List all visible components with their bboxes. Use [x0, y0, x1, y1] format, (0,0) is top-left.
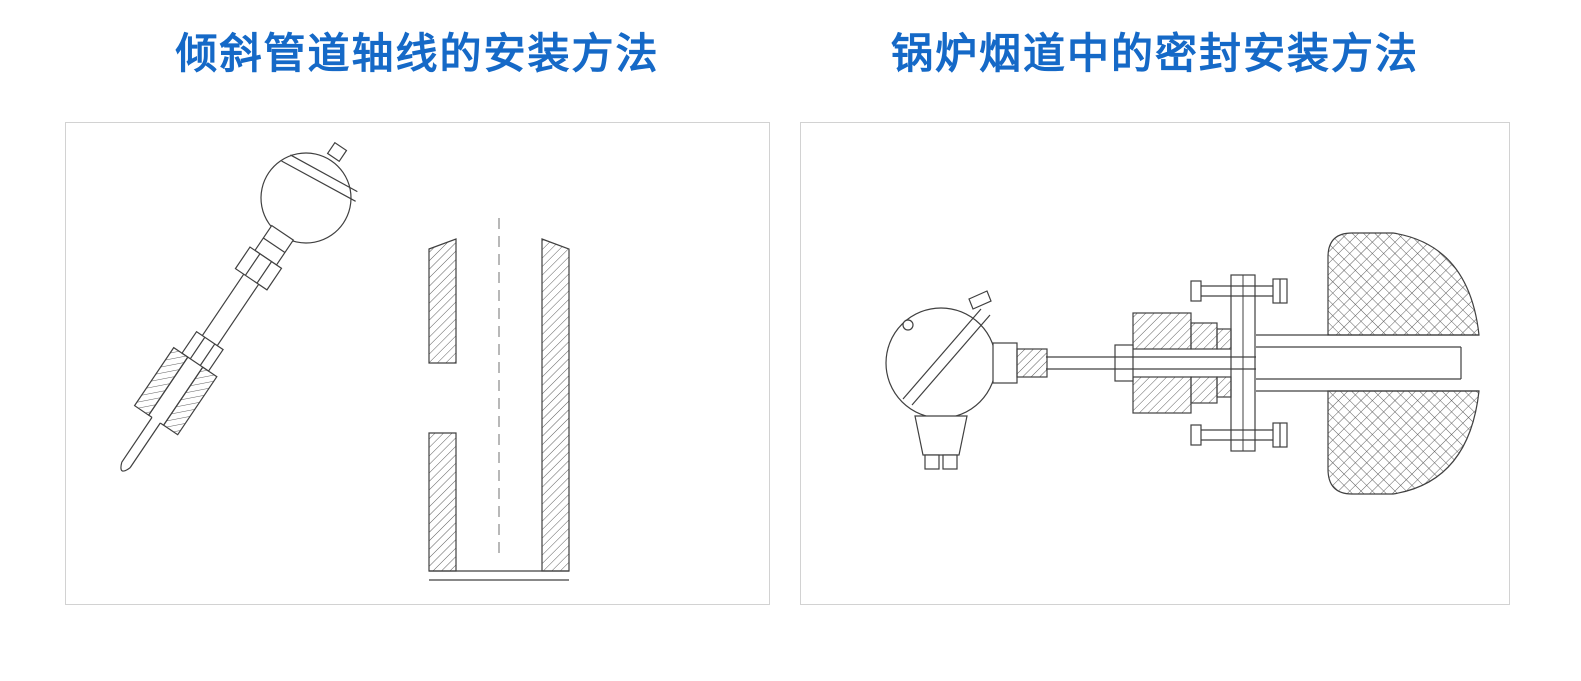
head-cap-screw	[326, 141, 348, 163]
hex-fitting	[181, 330, 224, 372]
union-nut	[234, 246, 283, 291]
head-cap-clip	[968, 290, 992, 310]
panel-title-boiler-flue: 锅炉烟道中的密封安装方法	[890, 30, 1419, 77]
inclined-pipe-diagram	[120, 141, 570, 581]
pipe-wall-left-upper	[428, 238, 457, 364]
head-screw	[902, 319, 914, 331]
cable-entry-right	[942, 454, 958, 470]
sealing-gland	[1114, 312, 1232, 414]
gland-nut	[1114, 344, 1134, 382]
thermowell-assembly	[120, 141, 358, 472]
flange-bolt-top	[1190, 278, 1288, 304]
panel-title-inclined-pipe: 倾斜管道轴线的安装方法	[175, 30, 660, 77]
gland-nipple	[1016, 348, 1048, 378]
head-neck	[992, 342, 1018, 384]
pipe-walls	[428, 238, 570, 581]
protection-sleeve	[1256, 334, 1479, 392]
boiler-flue-diagram	[885, 232, 1480, 495]
connection-head	[885, 290, 1048, 470]
cable-entry-left	[924, 454, 940, 470]
figure-inclined-pipe-installation	[65, 122, 770, 605]
probe-tip	[120, 414, 164, 472]
flue-wall	[1327, 232, 1480, 495]
figure-boiler-flue-installation	[800, 122, 1510, 605]
pipe-wall-right	[541, 238, 570, 572]
stem	[1046, 356, 1256, 370]
flue-wall-lower	[1327, 390, 1480, 495]
flange-bolt-bottom	[1190, 422, 1288, 448]
terminal-base	[914, 415, 968, 456]
flue-wall-upper	[1327, 232, 1480, 336]
mounting-boss	[133, 346, 218, 436]
pipe-wall-left-lower	[428, 432, 457, 572]
